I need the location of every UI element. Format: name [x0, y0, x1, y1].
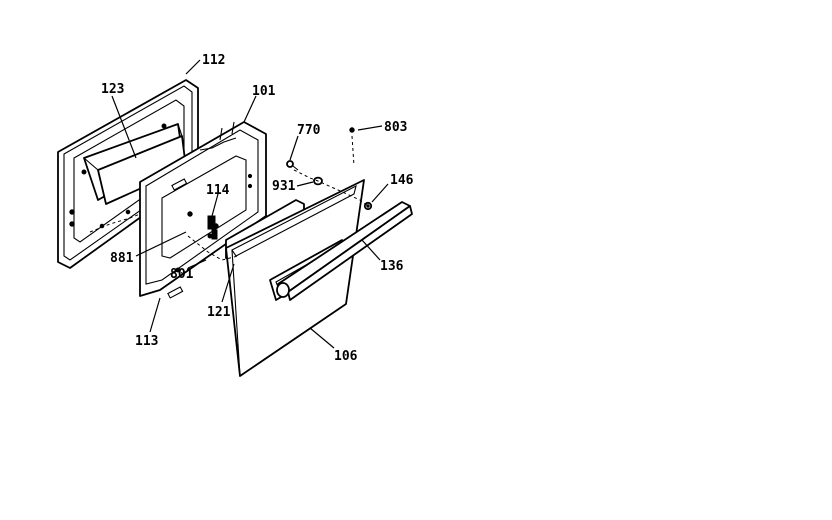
callout-881: 881	[110, 251, 134, 266]
callout-931: 931	[272, 179, 296, 194]
callout-121: 121	[207, 305, 231, 320]
leader-lines	[111, 59, 389, 349]
callout-114: 114	[206, 183, 230, 198]
screw-770	[286, 160, 299, 171]
callout-146: 146	[390, 173, 414, 188]
callout-136: 136	[380, 259, 404, 274]
hinge-bracket	[207, 215, 218, 240]
callout-770: 770	[297, 123, 321, 138]
callout-106: 106	[334, 349, 358, 364]
door-handle	[276, 201, 413, 301]
callout-112: 112	[202, 53, 225, 68]
screw-803	[349, 127, 355, 167]
callout-803: 803	[384, 120, 407, 135]
window-glass	[83, 123, 187, 205]
callout-113: 113	[135, 334, 158, 349]
callout-101: 101	[252, 84, 276, 99]
callout-123: 123	[101, 82, 124, 97]
inner-door-liner	[139, 121, 267, 299]
callout-801: 801	[170, 267, 194, 282]
